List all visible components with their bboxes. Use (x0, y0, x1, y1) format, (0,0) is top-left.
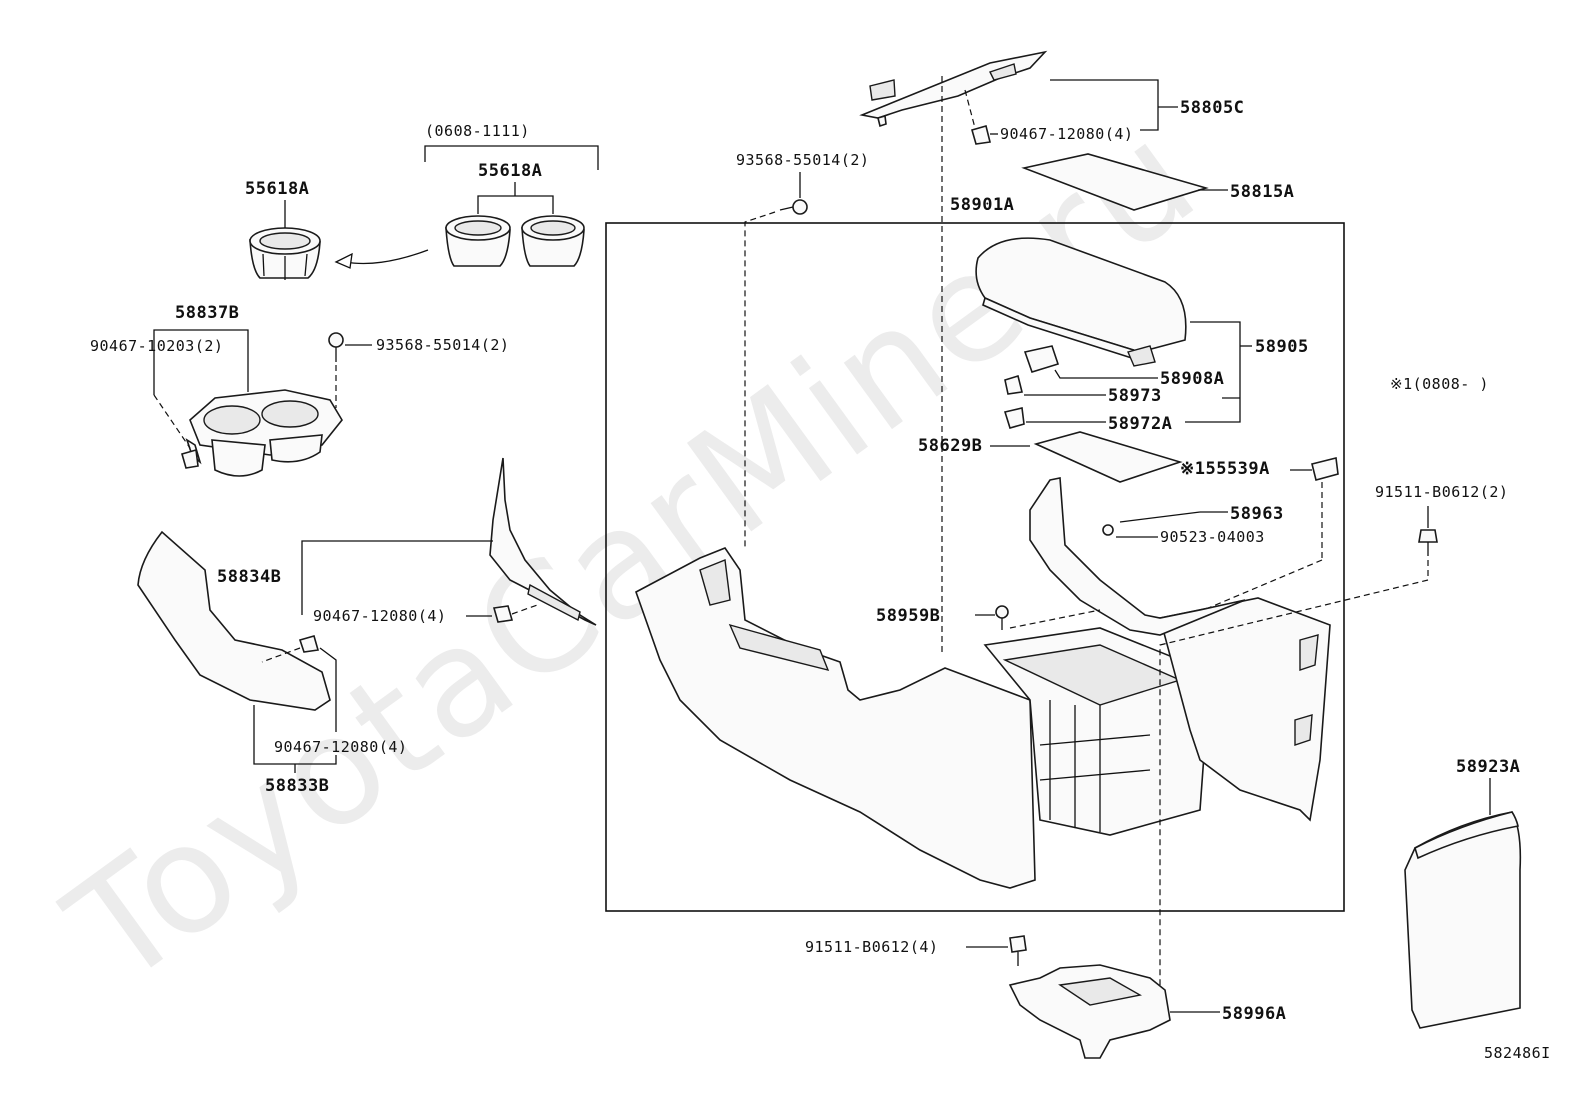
label-55539A: ※155539A (1180, 459, 1270, 479)
label-58837B: 58837B (175, 303, 239, 323)
clip-90467-10203[interactable] (181, 448, 199, 469)
top-bracket-58805C[interactable] (859, 50, 1048, 128)
bolt-91511-bot[interactable] (1009, 935, 1027, 966)
clip-58972A[interactable] (1003, 407, 1025, 429)
label-90467-12080-low: 90467-12080(4) (274, 738, 407, 756)
note-1-date: ※1(0808- ) (1390, 375, 1489, 393)
cup-holder-base[interactable] (185, 389, 343, 477)
label-58963: 58963 (1230, 504, 1284, 524)
label-58972A: 58972A (1108, 414, 1172, 434)
label-90467-10203: 90467-10203(2) (90, 337, 223, 355)
label-date-range: (0608-1111) (425, 122, 530, 140)
leader-58905 (1185, 321, 1241, 423)
leader-58837B (153, 329, 249, 395)
label-58908A: 58908A (1160, 369, 1224, 389)
hinge-58908A[interactable] (1023, 345, 1060, 373)
label-58996A: 58996A (1222, 1004, 1286, 1024)
label-58959B: 58959B (876, 606, 940, 626)
bolt-91511-top[interactable] (1418, 529, 1438, 556)
cup-insert-single[interactable] (249, 227, 321, 280)
pad-58815A[interactable] (1021, 153, 1209, 211)
leader-55618A-right (477, 195, 554, 214)
cup-insert-pair[interactable] (445, 215, 585, 267)
label-58901A: 58901A (950, 195, 1014, 215)
label-58834B: 58834B (217, 567, 281, 587)
screw-93568-left[interactable] (328, 332, 344, 362)
rod-58963[interactable] (1119, 511, 1201, 523)
diagram-id: 582486I (1484, 1044, 1551, 1062)
label-58905: 58905 (1255, 337, 1309, 357)
clip-90467-12080-low[interactable] (298, 635, 320, 653)
bracket-58996A[interactable] (1008, 964, 1171, 1059)
plug-55539A[interactable] (1311, 457, 1339, 481)
label-91511-top: 91511-B0612(2) (1375, 483, 1508, 501)
screw-93568-top[interactable] (779, 199, 808, 215)
label-58833B: 58833B (265, 776, 329, 796)
screw-58959B[interactable] (995, 605, 1009, 630)
clip-90467-12080-mid[interactable] (492, 605, 514, 623)
side-panel-58834B[interactable] (489, 457, 597, 626)
label-91511-bot: 91511-B0612(4) (805, 938, 938, 956)
label-90523: 90523-04003 (1160, 528, 1265, 546)
label-55618A-left: 55618A (245, 179, 309, 199)
arrow-head (334, 252, 353, 269)
label-58805C: 58805C (1180, 98, 1244, 118)
label-90467-12080-top: 90467-12080(4) (1000, 125, 1133, 143)
leader-58805C (1050, 79, 1159, 131)
label-55618A-right: 55618A (478, 161, 542, 181)
tray-58629B[interactable] (1033, 431, 1183, 483)
armrest-lid-58905[interactable] (975, 237, 1187, 367)
bracket-date-range (424, 145, 599, 170)
label-93568-top: 93568-55014(2) (736, 151, 869, 169)
label-58629B: 58629B (918, 436, 982, 456)
label-58815A: 58815A (1230, 182, 1294, 202)
label-90467-12080-mid: 90467-12080(4) (313, 607, 446, 625)
leader-58834B (301, 540, 493, 615)
ring-90523[interactable] (1102, 524, 1114, 536)
arrow-curve (344, 249, 429, 265)
console-body[interactable] (635, 477, 1331, 889)
label-58923A: 58923A (1456, 757, 1520, 777)
label-93568-left: 93568-55014(2) (376, 336, 509, 354)
clip-90467-12080-top[interactable] (971, 125, 991, 145)
end-panel-58923A[interactable] (1404, 811, 1522, 1029)
side-panel-58833B[interactable] (137, 530, 331, 711)
label-58973: 58973 (1108, 386, 1162, 406)
clip-58973[interactable] (1004, 374, 1023, 395)
assembly-frame (605, 222, 1345, 912)
